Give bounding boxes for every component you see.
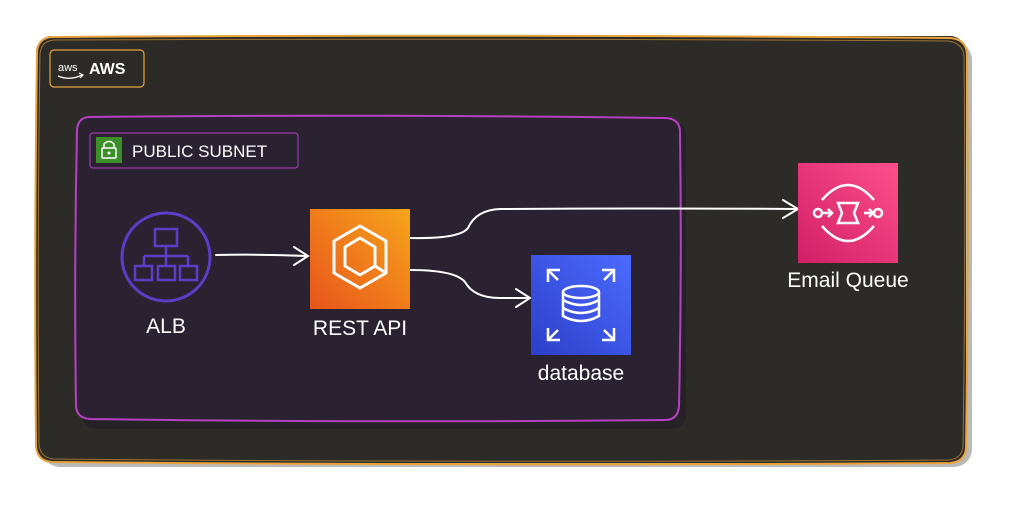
subnet-header: PUBLIC SUBNET xyxy=(89,132,299,169)
container-service-icon xyxy=(310,209,410,309)
database-icon xyxy=(531,255,631,355)
alb-node[interactable]: ALB xyxy=(120,211,212,338)
database-label: database xyxy=(538,362,624,385)
aws-header: aws AWS xyxy=(49,49,145,88)
connector-rest-api-to-database xyxy=(409,269,532,308)
aws-group-title: AWS xyxy=(89,61,126,78)
load-balancer-icon xyxy=(120,211,212,303)
aws-logo-text: aws xyxy=(58,62,78,74)
rest-api-label: REST API xyxy=(313,317,407,340)
lock-icon xyxy=(96,137,122,163)
email-queue-node[interactable]: Email Queue xyxy=(787,163,909,292)
aws-logo-icon: aws xyxy=(57,62,85,79)
subnet-title: PUBLIC SUBNET xyxy=(132,142,267,161)
queue-icon xyxy=(798,163,898,263)
connector-alb-to-rest-api xyxy=(215,246,310,266)
database-node[interactable]: database xyxy=(531,255,631,385)
rest-api-node[interactable]: REST API xyxy=(310,209,410,340)
email-queue-label: Email Queue xyxy=(787,269,908,292)
alb-label: ALB xyxy=(146,315,186,338)
connectors xyxy=(215,199,800,308)
